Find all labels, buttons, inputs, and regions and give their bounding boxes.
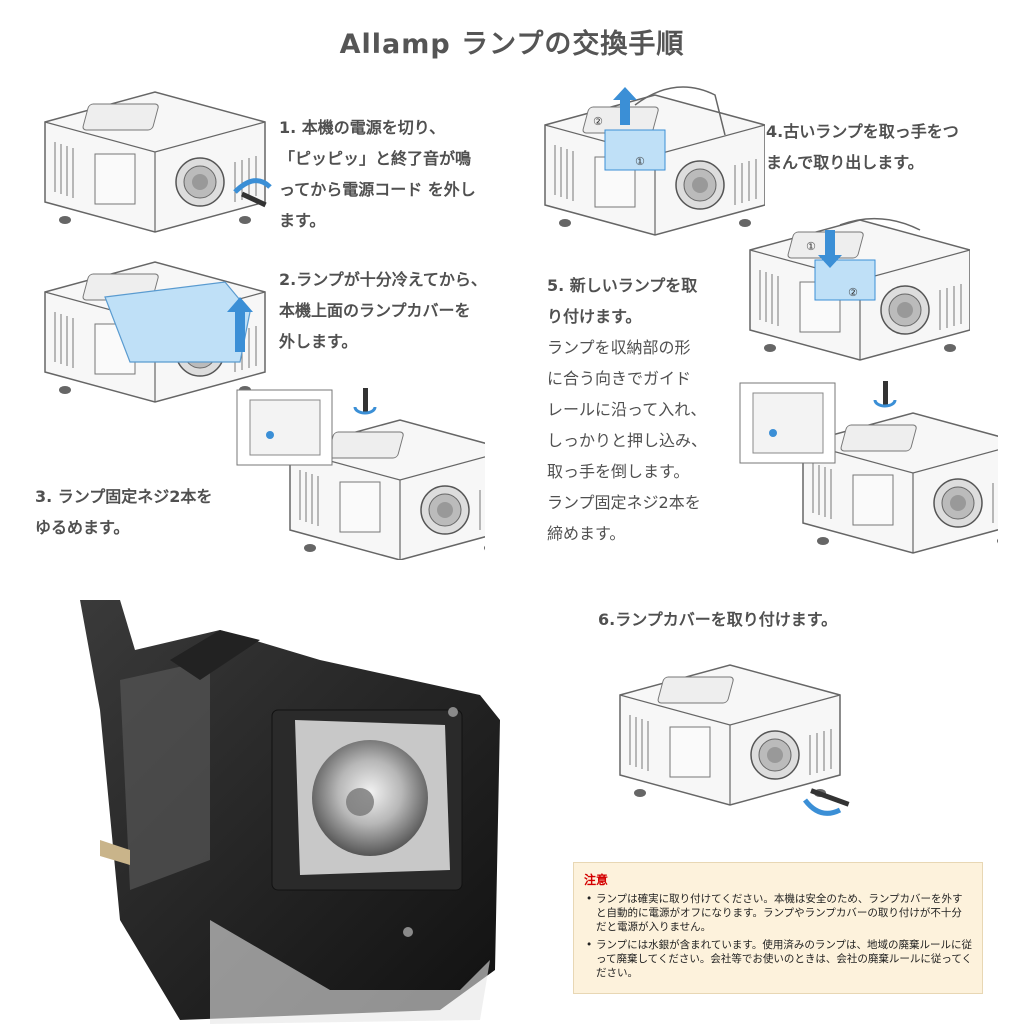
step2-line: 本機上面のランプカバーを [279, 301, 471, 320]
step4-illustration: ② ① [544, 86, 765, 236]
screwdriver-icon [883, 381, 888, 406]
screwdriver-icon [363, 388, 368, 413]
vent-grille [120, 660, 210, 890]
step5-heading: り付けます。 [547, 307, 642, 326]
step6-illustration [619, 664, 850, 816]
caution-box: 注意 ランプは確実に取り付けてください。本機は安全のため、ランプカバーを外すと自… [573, 862, 983, 994]
step5-tighten-illustration [739, 381, 998, 554]
step6-line: 6.ランプカバーを取り付けます。 [598, 610, 838, 629]
screw-icon [448, 707, 458, 717]
lamp-module-icon [604, 129, 666, 171]
plug-in-arrow-icon [803, 798, 842, 816]
hand-icon [839, 217, 921, 231]
step2-line: 外します。 [279, 332, 358, 351]
step5-line: ランプ固定ネジ2本を [547, 493, 701, 512]
push-down-arrow-icon [818, 230, 842, 268]
step1-illustration [44, 91, 272, 233]
screw-icon [403, 927, 413, 937]
lamp-product-image [80, 600, 500, 1024]
step5-text: 5. 新しいランプを取 り付けます。 ランプを収納部の形 に合う向きでガイド レ… [547, 270, 747, 549]
step3-illustration [236, 388, 485, 560]
step1-line: ってから電源コード を外し [279, 180, 476, 199]
step5-line: レールに沿って入れ、 [547, 400, 707, 419]
caution-item: ランプは確実に取り付けてください。本機は安全のため、ランプカバーを外すと自動的に… [586, 892, 972, 934]
step4-line: 4.古いランプを取っ手をつ [766, 122, 959, 141]
step3-line: ゆるめます。 [35, 518, 130, 537]
lamp-module-icon [814, 259, 876, 301]
page-title: Allamp ランプの交換手順 [339, 29, 685, 60]
step5-line: ランプを収納部の形 [547, 338, 691, 357]
pull-up-arrow-icon [613, 87, 637, 125]
step1-line: 1. 本機の電源を切り、 [279, 118, 446, 137]
step5-heading: 5. 新しいランプを取 [547, 276, 698, 295]
step1-line: 「ピッピッ」と終了音が鳴 [279, 149, 472, 168]
step1-line: ます。 [279, 211, 326, 230]
caution-item: ランプには水銀が含まれています。使用済みのランプは、地域の廃棄ルールに従って廃棄… [586, 938, 972, 980]
step6-text: 6.ランプカバーを取り付けます。 [598, 604, 898, 635]
power-cord-icon [240, 191, 267, 208]
hand-icon [634, 86, 726, 136]
step3-line: 3. ランプ固定ネジ2本を [35, 487, 213, 506]
unplug-arrow-icon [233, 178, 272, 194]
lamp-cover-icon [104, 281, 251, 363]
step5-line: しっかりと押し込み、 [547, 431, 708, 450]
callout-2: ② [593, 115, 603, 128]
power-cord-icon [810, 788, 850, 807]
step5-insert-illustration: ① ② [749, 217, 970, 361]
callout-1: ① [806, 240, 816, 253]
caution-title: 注意 [584, 873, 609, 887]
step2-illustration [44, 261, 266, 403]
callout-2: ② [848, 286, 858, 299]
loosen-arrow-icon [353, 406, 377, 415]
callout-1: ① [635, 155, 645, 168]
step2-text: 2.ランプが十分冷えてから、 本機上面のランプカバーを 外します。 [279, 264, 509, 357]
lift-arrow-icon [227, 297, 253, 352]
step2-line: 2.ランプが十分冷えてから、 [279, 270, 487, 289]
step5-line: 取っ手を倒します。 [547, 462, 690, 481]
connector-pin [100, 840, 130, 865]
step5-line: に合う向きでガイド [547, 369, 692, 388]
step4-text: 4.古いランプを取っ手をつ まんで取り出します。 [766, 116, 1006, 178]
tighten-arrow-icon [873, 399, 897, 408]
step5-line: 締めます。 [547, 524, 626, 543]
step1-text: 1. 本機の電源を切り、 「ピッピッ」と終了音が鳴 ってから電源コード を外し … [279, 112, 509, 236]
step4-line: まんで取り出します。 [766, 153, 924, 172]
step3-text: 3. ランプ固定ネジ2本を ゆるめます。 [35, 481, 255, 543]
